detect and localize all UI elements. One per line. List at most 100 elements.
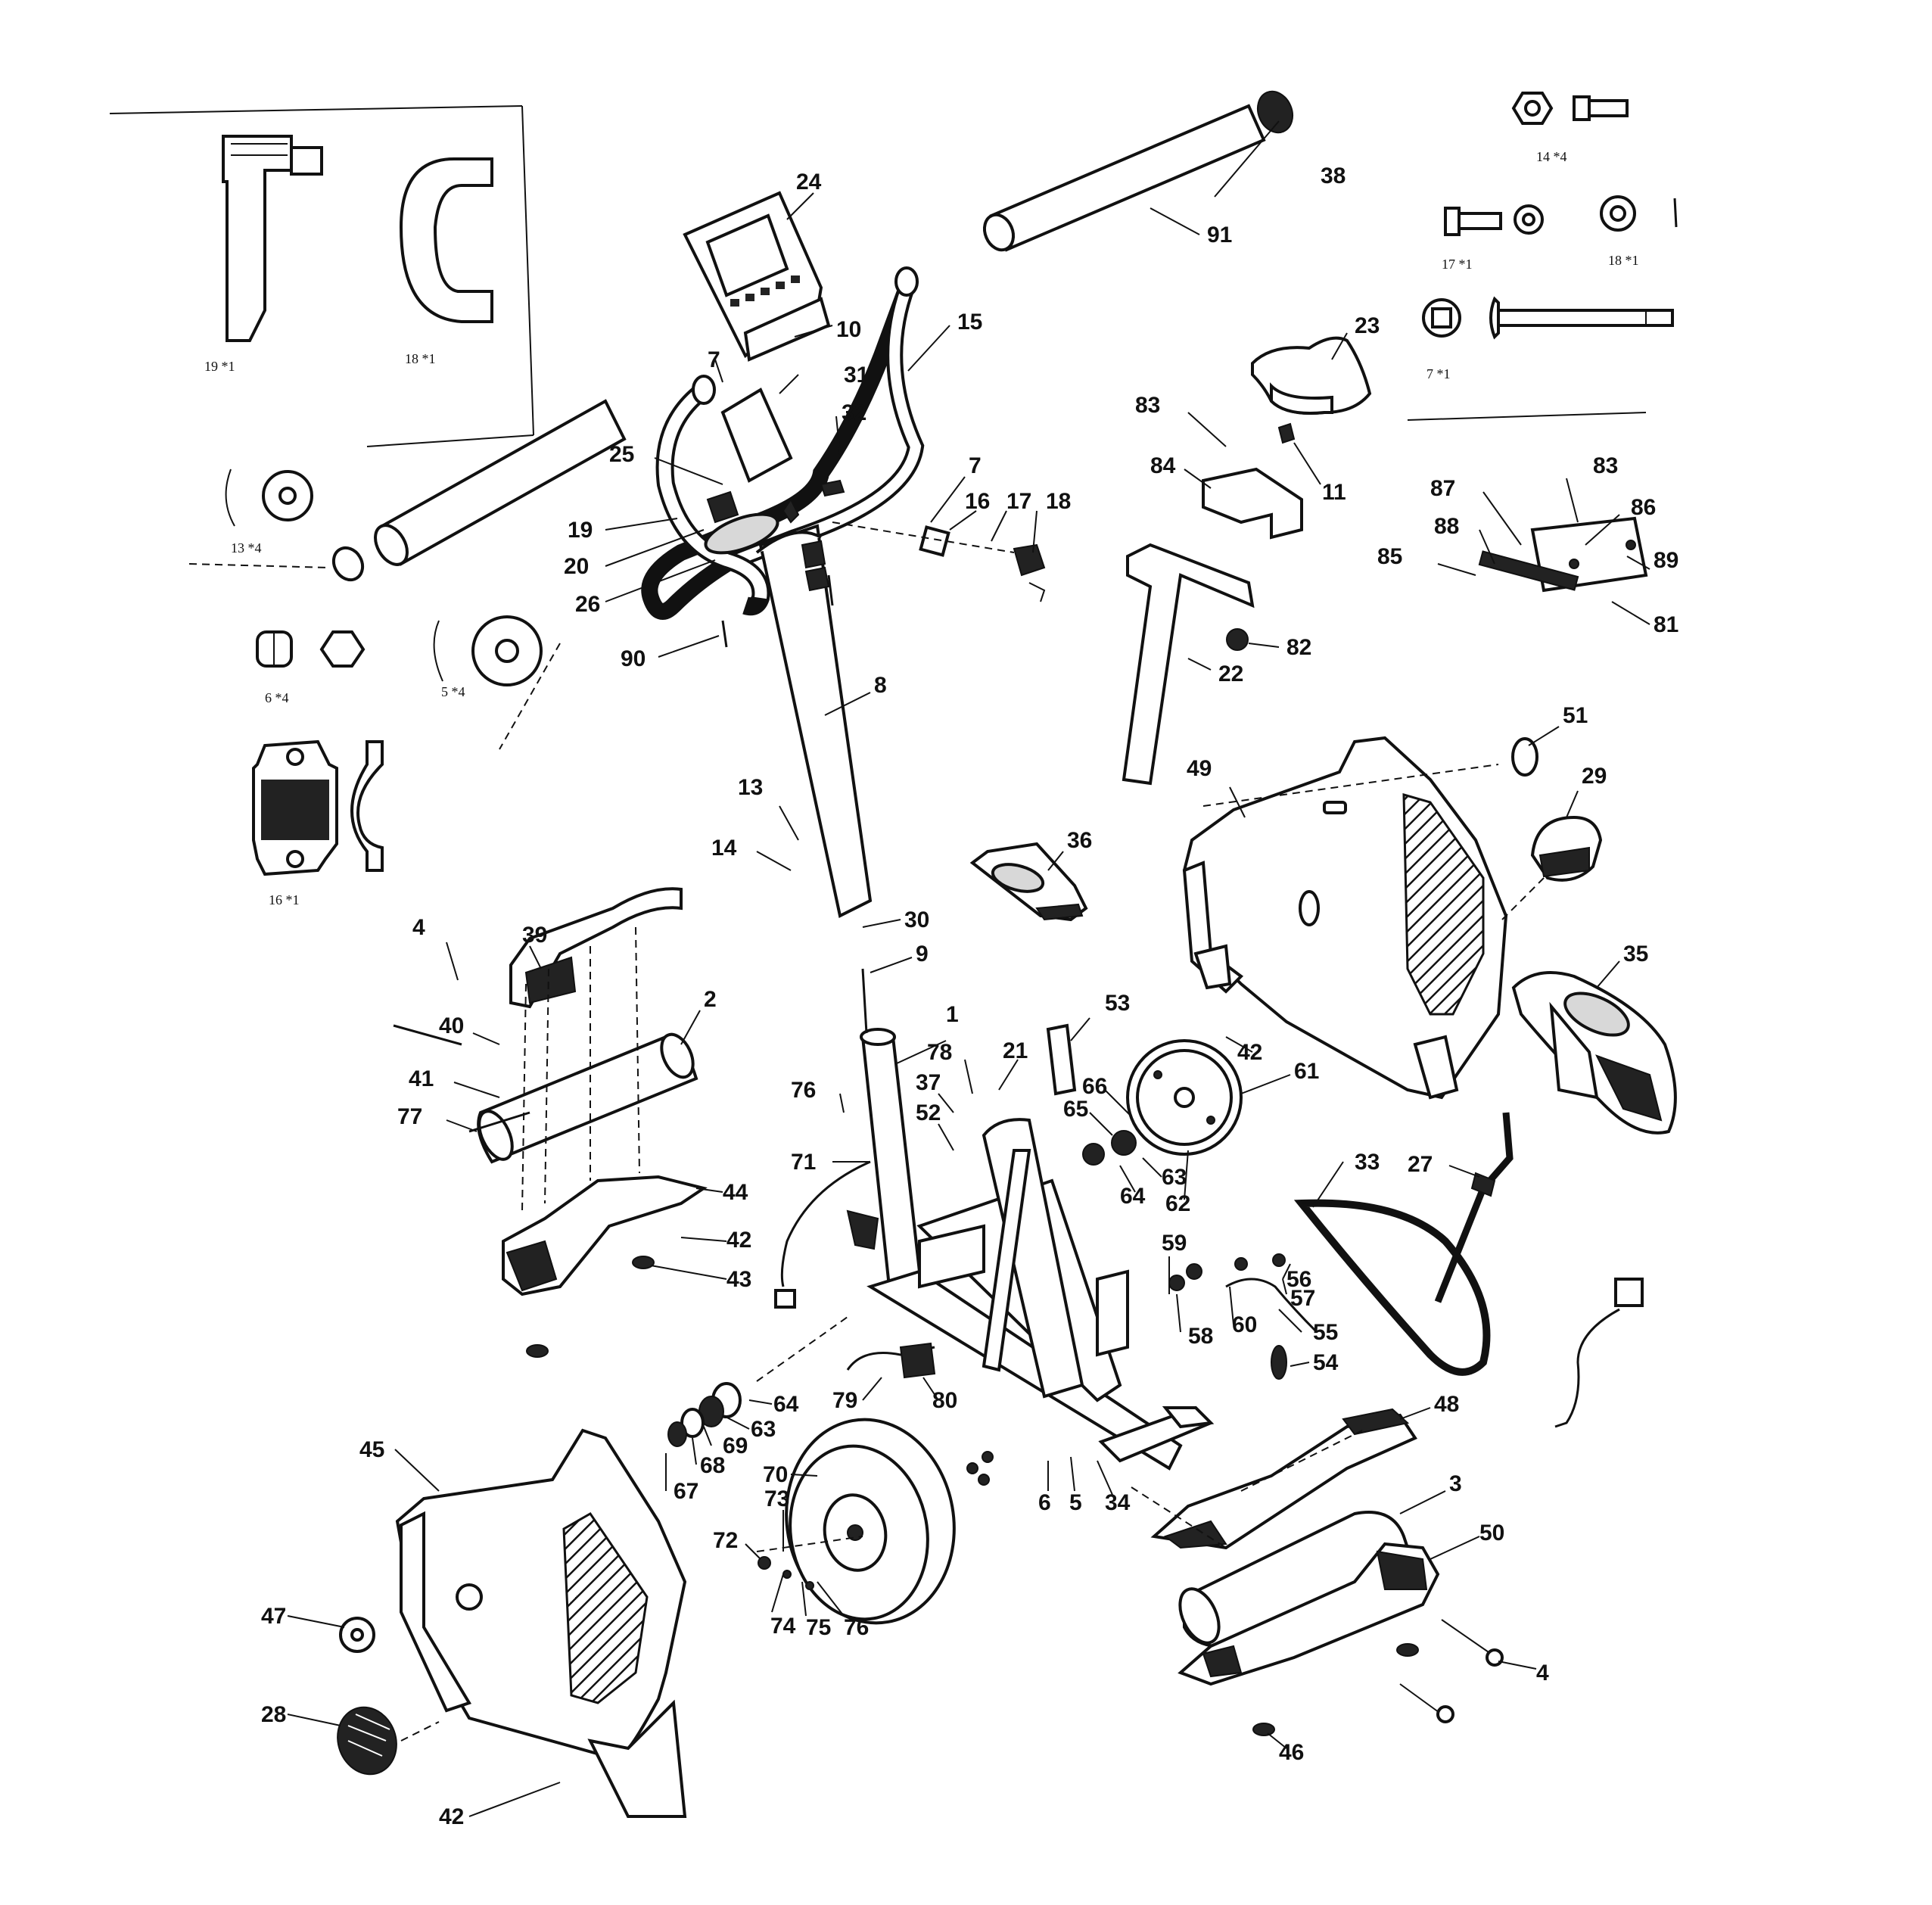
- kit-label-7: 7 *1: [1426, 366, 1451, 381]
- callout-43: 43: [726, 1267, 751, 1292]
- front-stabilizer: [1131, 1408, 1504, 1736]
- callout-42c: 42: [439, 1804, 464, 1829]
- rear-stabilizer: [393, 887, 708, 1358]
- part-22-seatpost: [1122, 543, 1255, 786]
- part-70-flywheel: [756, 1418, 994, 1625]
- callout-27: 27: [1408, 1152, 1433, 1177]
- hardware-kit-right: 14 *4 17 *1 18 *1 7 *1: [1407, 92, 1678, 421]
- callout-34: 34: [1105, 1490, 1131, 1515]
- callout-26: 26: [575, 592, 600, 617]
- callout-46: 46: [1279, 1740, 1304, 1765]
- part-6-cap-nut: 6 *4: [256, 630, 366, 705]
- callout-59: 59: [1162, 1231, 1187, 1256]
- callout-31: 31: [844, 363, 869, 388]
- callout-36: 36: [1067, 828, 1092, 853]
- callout-65: 65: [1063, 1097, 1088, 1122]
- part-13-washer: 13 *4: [188, 468, 330, 568]
- kit-label-18: 18 *1: [405, 351, 436, 366]
- callout-35: 35: [1623, 942, 1648, 967]
- callout-57: 57: [1290, 1286, 1315, 1311]
- callout-47: 47: [261, 1604, 286, 1629]
- part-26-shroud: [704, 512, 779, 555]
- part-84-slider: [1202, 467, 1303, 540]
- callout-86: 86: [1631, 495, 1656, 520]
- seat-assembly: [1122, 336, 1648, 786]
- part-53-pin: [1046, 1023, 1077, 1096]
- callout-28: 28: [261, 1702, 286, 1727]
- callout-63: 63: [1162, 1165, 1187, 1190]
- callout-42b: 42: [726, 1228, 751, 1253]
- callout-77: 77: [397, 1104, 422, 1129]
- callout-83b: 83: [1593, 453, 1618, 478]
- callout-22: 22: [1218, 661, 1243, 686]
- callout-16: 16: [965, 489, 990, 514]
- part-16-clamp: 16 *1: [252, 739, 384, 907]
- callout-4: 4: [412, 915, 425, 940]
- callout-74: 74: [770, 1614, 796, 1639]
- callout-20: 20: [564, 554, 589, 579]
- callout-87: 87: [1430, 476, 1455, 501]
- callout-49: 49: [1187, 756, 1212, 781]
- callout-83: 83: [1135, 393, 1160, 418]
- callout-84: 84: [1150, 453, 1176, 478]
- handlebar-assembly: [331, 90, 1294, 918]
- callout-48: 48: [1434, 1392, 1459, 1417]
- callout-23: 23: [1355, 313, 1380, 338]
- callout-67: 67: [674, 1479, 698, 1504]
- hardware-kit-left: 19 *1 18 *1 13 *4 6 *4 5 *4: [109, 105, 561, 907]
- callout-68: 68: [700, 1453, 725, 1478]
- callout-85: 85: [1377, 544, 1402, 569]
- callout-41: 41: [409, 1066, 434, 1091]
- callout-13: 13: [738, 775, 763, 800]
- kit-label-19: 19 *1: [204, 359, 235, 374]
- callout-62: 62: [1165, 1191, 1190, 1216]
- part-33-belt: [1293, 1199, 1491, 1376]
- part-19-bracket: 19 *1: [204, 135, 323, 374]
- kit-label-13: 13 *4: [231, 540, 262, 556]
- callout-1: 1: [946, 1002, 959, 1027]
- callout-14: 14: [711, 836, 737, 861]
- callout-63b: 63: [751, 1417, 776, 1442]
- callout-15: 15: [957, 310, 982, 335]
- callout-78: 78: [927, 1040, 952, 1065]
- callout-29: 29: [1582, 764, 1607, 789]
- callout-70: 70: [763, 1462, 788, 1487]
- callout-88: 88: [1434, 514, 1459, 539]
- callout-42: 42: [1237, 1040, 1262, 1065]
- callout-69: 69: [723, 1433, 748, 1458]
- part-49-right-cover: [1182, 736, 1677, 1135]
- part-25-plate: [720, 388, 793, 483]
- callout-6: 6: [1038, 1490, 1051, 1515]
- callout-9: 9: [916, 942, 929, 967]
- callout-66: 66: [1082, 1074, 1107, 1099]
- callout-7: 7: [708, 347, 720, 372]
- callout-24: 24: [796, 170, 822, 195]
- callout-60: 60: [1232, 1312, 1257, 1337]
- part-44-foot: [502, 1175, 708, 1296]
- callout-54: 54: [1313, 1350, 1339, 1375]
- part-18-u-bracket: 18 *1: [399, 157, 493, 366]
- kit-label-17: 17 *1: [1442, 257, 1473, 272]
- callout-55: 55: [1313, 1320, 1338, 1345]
- drive-assembly: [1046, 1023, 1644, 1428]
- callout-76b: 76: [844, 1615, 869, 1640]
- kit-label-5: 5 *4: [441, 684, 465, 699]
- callout-44: 44: [723, 1180, 748, 1205]
- callout-3: 3: [1449, 1471, 1462, 1496]
- callout-30: 30: [904, 907, 929, 932]
- callout-53: 53: [1105, 991, 1130, 1016]
- callout-72: 72: [713, 1528, 738, 1553]
- part-45-left-cover: [337, 1428, 687, 1818]
- callout-45: 45: [359, 1437, 384, 1462]
- callout-82: 82: [1286, 635, 1311, 660]
- callout-80: 80: [932, 1388, 957, 1413]
- callout-75: 75: [806, 1615, 831, 1640]
- part-36-pad: [969, 842, 1088, 922]
- callout-73: 73: [764, 1486, 789, 1511]
- callout-51: 51: [1563, 703, 1588, 728]
- callout-40: 40: [439, 1013, 464, 1038]
- part-39-cap: [509, 887, 683, 1009]
- part-5-washer: 5 *4: [433, 615, 561, 750]
- callout-50: 50: [1479, 1521, 1504, 1545]
- callout-58: 58: [1188, 1324, 1213, 1349]
